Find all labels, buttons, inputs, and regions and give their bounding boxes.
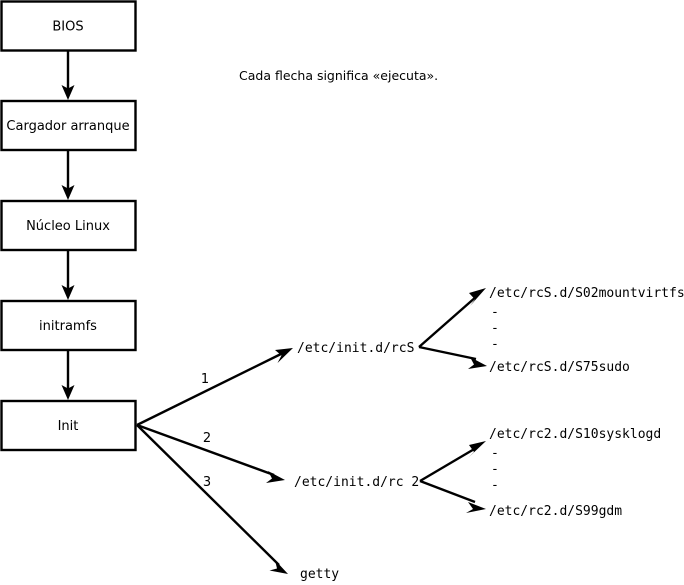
rcs-fork-group xyxy=(418,288,487,369)
rcs-script-list: /etc/rcS.d/S02mountvirtfs - - - /etc/rcS… xyxy=(489,286,684,375)
box-initramfs-label: initramfs xyxy=(39,319,97,334)
box-bios-label: BIOS xyxy=(52,20,83,35)
rc2-ellipsis-dash-2: - xyxy=(491,462,499,477)
rcs-ellipsis-dash-1: - xyxy=(491,305,499,320)
box-init: Init xyxy=(0,399,137,452)
arrow-nucleo-to-initramfs xyxy=(61,250,75,300)
branch-2-number: 2 xyxy=(203,431,211,446)
arrow-initramfs-to-init xyxy=(61,350,75,400)
boot-chain-arrows xyxy=(61,51,75,400)
branch-3-number: 3 xyxy=(203,475,211,490)
rcs-ellipsis-dash-2: - xyxy=(491,321,499,336)
rcs-fork-arrow-bottom xyxy=(418,345,487,369)
label-etc-init-d-rcs: /etc/init.d/rcS xyxy=(297,341,414,356)
rcs-last-script: /etc/rcS.d/S75sudo xyxy=(489,360,630,375)
box-initramfs: initramfs xyxy=(0,299,137,352)
branch-2-init-to-rc2: 2 xyxy=(136,423,285,483)
init-fanout-group: 1 2 3 xyxy=(136,348,293,574)
box-bios-rect xyxy=(0,0,137,52)
rc2-script-list: /etc/rc2.d/S10sysklogd - - - /etc/rc2.d/… xyxy=(489,427,661,519)
rc2-ellipsis-dash-3: - xyxy=(491,478,499,493)
boot-chain-group: BIOS Cargador arranque Núcleo Linux init… xyxy=(0,0,137,452)
rcs-ellipsis-dash-3: - xyxy=(491,337,499,352)
rcs-first-script: /etc/rcS.d/S02mountvirtfs xyxy=(489,286,684,301)
box-bios: BIOS xyxy=(0,0,137,52)
rc2-fork-arrow-top xyxy=(419,441,486,483)
box-cargador-arranque-label: Cargador arranque xyxy=(6,119,129,134)
label-etc-init-d-rc2: /etc/init.d/rc 2 xyxy=(294,475,419,490)
box-init-rect xyxy=(0,399,137,452)
arrow-cargador-to-nucleo xyxy=(61,150,75,200)
rc2-first-script: /etc/rc2.d/S10sysklogd xyxy=(489,427,661,442)
branch-1-init-to-rcs: 1 xyxy=(136,348,293,427)
rc2-ellipsis-dash-1: - xyxy=(491,446,499,461)
diagram-note: Cada flecha significa «ejecuta». xyxy=(239,68,438,83)
rc2-last-script: /etc/rc2.d/S99gdm xyxy=(489,504,622,519)
branch-1-number: 1 xyxy=(201,372,209,387)
rc2-fork-group xyxy=(419,441,486,513)
rcs-fork-arrow-top xyxy=(418,288,486,348)
box-nucleo-linux: Núcleo Linux xyxy=(0,199,137,252)
box-cargador-arranque: Cargador arranque xyxy=(0,99,137,152)
rc2-fork-arrow-bottom xyxy=(419,479,486,513)
box-initramfs-rect xyxy=(0,299,137,352)
branch-3-init-to-getty: 3 xyxy=(136,424,288,574)
box-init-label: Init xyxy=(58,419,79,434)
arrow-bios-to-cargador xyxy=(61,51,75,100)
label-getty: getty xyxy=(300,567,339,582)
box-nucleo-linux-rect xyxy=(0,199,137,252)
branch-target-labels: /etc/init.d/rcS /etc/init.d/rc 2 getty xyxy=(294,341,419,582)
box-nucleo-linux-label: Núcleo Linux xyxy=(26,219,110,234)
